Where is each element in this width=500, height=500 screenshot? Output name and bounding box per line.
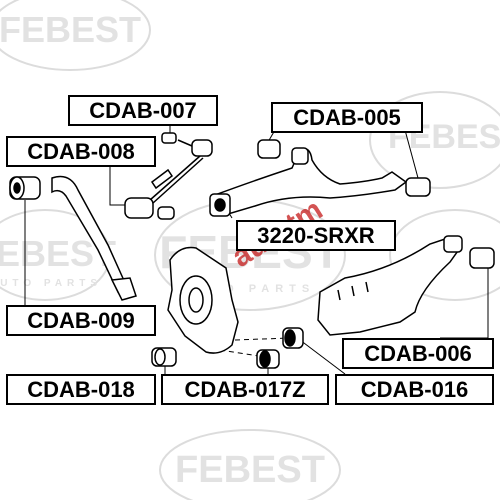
label-cdab-009: CDAB-009 xyxy=(6,305,156,336)
bushing-cdab-006 xyxy=(469,247,495,269)
leader-cdab-016 xyxy=(299,339,346,375)
toe-rod-3 xyxy=(152,157,204,204)
bushing-cdab-009-hole xyxy=(13,182,21,194)
toe-link xyxy=(124,132,213,220)
bushing-cdab-008-small xyxy=(157,206,175,220)
label-cdab-008: CDAB-008 xyxy=(6,136,156,167)
toe-rod-1 xyxy=(177,139,193,147)
bushing-cdab-007 xyxy=(191,139,213,157)
knuckle-hub-inner xyxy=(188,287,204,313)
label-cdab-017z: CDAB-017Z xyxy=(161,374,329,405)
watermark-brand-top: FEBEST xyxy=(0,9,141,50)
bushing-cdab-007-small xyxy=(161,132,177,144)
label-cdab-005: CDAB-005 xyxy=(271,102,423,133)
label-cdab-006: CDAB-006 xyxy=(342,338,494,369)
small-bushings xyxy=(151,327,304,369)
bushing-cdab-006-inner xyxy=(443,235,463,253)
label-cdab-018: CDAB-018 xyxy=(6,374,156,405)
knuckle xyxy=(167,246,239,354)
bushing-cdab-005-left xyxy=(257,139,281,159)
bushing-cdab-018-face xyxy=(154,348,166,366)
toe-threaded xyxy=(150,168,174,190)
label-3220-srxr: 3220-SRXR xyxy=(236,220,396,251)
toe-rod-2 xyxy=(149,155,201,201)
bushing-cdab-017z-face xyxy=(259,350,271,368)
watermark-ellipse-top-right xyxy=(369,91,500,189)
lower-arm xyxy=(317,235,495,336)
lower-arm-ribs xyxy=(337,281,369,301)
label-cdab-016: CDAB-016 xyxy=(335,374,494,405)
watermark-sub-left: AUTO PARTS xyxy=(0,278,102,289)
leader-cdab-005b xyxy=(404,129,419,179)
bushing-cdab-005-right xyxy=(405,177,431,197)
bushing-cdab-016-face xyxy=(284,329,296,347)
lower-arm-body xyxy=(317,237,462,336)
watermark-ellipse-bottom xyxy=(159,429,341,500)
watermark-brand-bottom: FEBEST xyxy=(175,449,325,491)
ball-joint-hole xyxy=(214,198,226,212)
bushing-cdab-008 xyxy=(124,197,154,219)
label-cdab-007: CDAB-007 xyxy=(68,95,218,126)
upper-arm xyxy=(209,139,431,217)
upper-arm-body xyxy=(213,148,408,215)
watermark-ellipse-right xyxy=(389,209,500,301)
dash-line-knuckle xyxy=(234,337,291,341)
lateral-link-cdab-009 xyxy=(9,175,137,301)
link-end-bracket xyxy=(110,277,137,301)
bushing-cdab-005-mid xyxy=(291,147,309,165)
leader-cdab-008 xyxy=(109,164,130,206)
watermark-ellipse-top-left xyxy=(0,0,151,71)
